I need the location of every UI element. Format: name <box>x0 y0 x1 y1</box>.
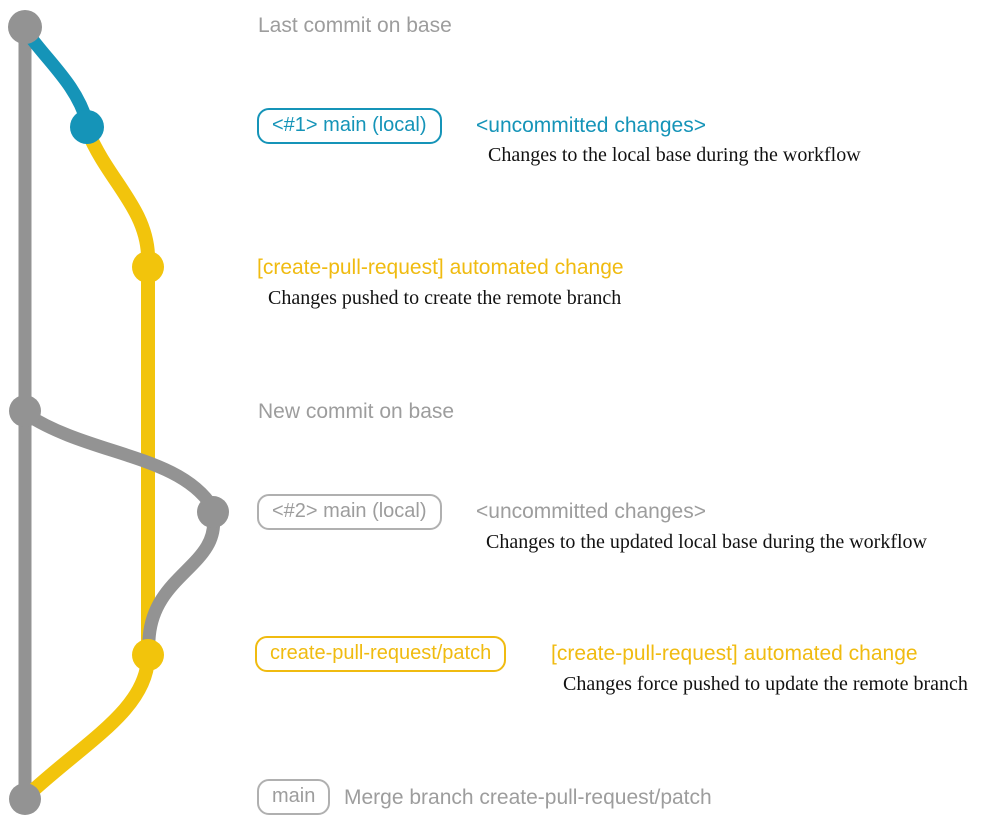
commit-dot-patch-2 <box>132 639 164 671</box>
annotation-new-commit: New commit on base <box>258 400 455 423</box>
uncommitted-2-branch-line <box>142 508 221 647</box>
commit-dot-uncommitted-1 <box>70 110 104 144</box>
branch-badge-patch: create-pull-request/patch <box>255 636 507 672</box>
commit-description-automated-1: Changes pushed to create the remote bran… <box>268 287 622 309</box>
commit-headline-uncommitted-2: <uncommitted changes> <box>476 500 706 523</box>
commit-headline-uncommitted-1: <uncommitted changes> <box>476 114 706 137</box>
merge-commit-message: Merge branch create-pull-request/patch <box>344 786 712 809</box>
branch-badge-main-merge: main <box>257 779 331 815</box>
commit-dot-uncommitted-2 <box>197 496 229 528</box>
patch-merge-curve <box>20 651 155 803</box>
annotation-last-commit: Last commit on base <box>258 14 452 37</box>
git-graph <box>8 10 229 815</box>
commit-dot-base-tip <box>8 10 42 44</box>
commit-headline-automated-2: [create-pull-request] automated change <box>551 642 918 665</box>
base-update-curve <box>19 407 220 515</box>
uncommitted-1-branch-line <box>19 24 94 129</box>
commit-dot-patch-1 <box>132 251 164 283</box>
commit-dot-new-base <box>9 395 41 427</box>
commit-headline-automated-1: [create-pull-request] automated change <box>257 256 624 279</box>
patch-branch-curve-top <box>81 125 155 262</box>
branch-badge-main-local-1: <#1> main (local) <box>257 108 442 144</box>
commit-description-uncommitted-2: Changes to the updated local base during… <box>486 531 927 553</box>
commit-description-uncommitted-1: Changes to the local base during the wor… <box>488 144 861 166</box>
commit-description-automated-2: Changes force pushed to update the remot… <box>563 673 968 695</box>
branch-badge-main-local-2: <#2> main (local) <box>257 494 442 530</box>
commit-dot-merge <box>9 783 41 815</box>
